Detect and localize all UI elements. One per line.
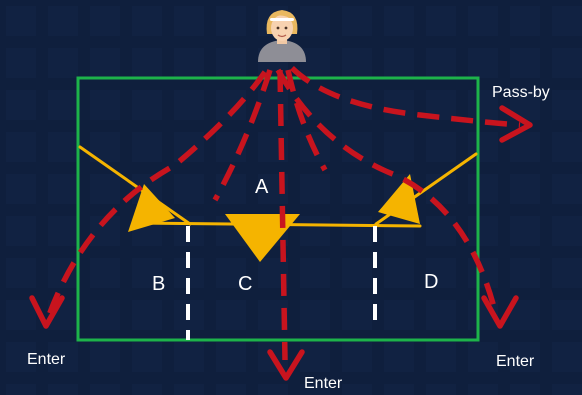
person-avatar-icon: [258, 10, 306, 62]
arrowhead-left: [128, 184, 175, 232]
label-enter-right: Enter: [496, 353, 535, 370]
arrowhead-pass-by: [499, 105, 533, 143]
label-pass-by: Pass-by: [492, 84, 550, 101]
arrowhead-enter-bottom: [267, 349, 305, 381]
zone-label-d: D: [424, 271, 438, 293]
label-enter-left: Enter: [27, 351, 66, 368]
zone-label-c: C: [238, 273, 252, 295]
path-enter-bottom: [277, 69, 288, 361]
arrowhead-right: [378, 174, 420, 224]
path-fan-right: [285, 69, 328, 172]
path-enter-left: [45, 70, 268, 319]
path-pass-by: [290, 66, 521, 128]
dividers: [186, 226, 377, 340]
sightline-left: [78, 145, 192, 226]
path-arrowheads: [29, 105, 533, 381]
customer-paths: [45, 66, 521, 361]
zone-label-a: A: [255, 176, 269, 198]
zone-label-b: B: [152, 273, 165, 295]
arrowhead-enter-right: [481, 295, 519, 329]
label-enter-bottom: Enter: [304, 375, 343, 392]
path-fan-left: [212, 69, 273, 202]
path-enter-right: [275, 68, 499, 316]
arrowhead-enter-left: [29, 295, 65, 329]
